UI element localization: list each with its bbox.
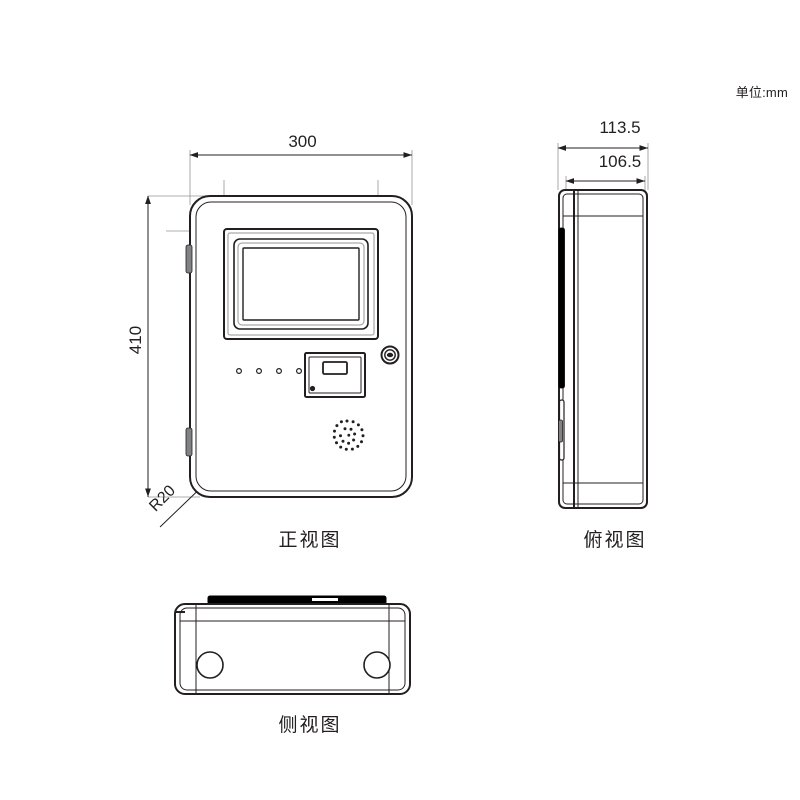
lcd-display[interactable]	[223, 228, 379, 340]
dimension-label-width: 300	[288, 132, 317, 151]
view-label-front: 正视图	[278, 530, 342, 551]
side-view-top-bar-notch	[312, 598, 338, 601]
unit-note: 单位:mm	[735, 85, 788, 100]
indicator-led-3	[276, 368, 283, 375]
front-body-inner-edge	[195, 201, 407, 492]
top-body-outline	[558, 189, 648, 509]
mounting-hole-right	[363, 651, 391, 679]
view-label-top: 俯视图	[583, 530, 647, 551]
indicator-led-1	[236, 368, 243, 375]
indicator-led-2	[256, 368, 263, 375]
top-view-group	[557, 143, 649, 509]
mounting-hole-left	[196, 651, 224, 679]
lcd-screen-area	[242, 247, 360, 321]
side-button-upper[interactable]	[185, 244, 193, 274]
side-body-inner-edge	[179, 607, 406, 691]
speaker-grille	[332, 419, 365, 451]
dimension-label-inner-depth: 106.5	[598, 152, 642, 171]
card-reader-module[interactable]	[304, 352, 366, 398]
side-body-outline	[174, 603, 411, 695]
card-slot	[322, 361, 348, 375]
view-label-side: 侧视图	[278, 715, 342, 736]
dimension-label-height: 410	[126, 325, 145, 355]
top-view-screen-edge	[558, 227, 565, 389]
indicator-led-4	[296, 368, 303, 375]
side-view-top-bar	[207, 595, 387, 605]
side-button-lower[interactable]	[185, 427, 193, 457]
side-view-group	[174, 595, 411, 695]
front-view-group	[145, 150, 413, 528]
indicator-led-group	[236, 368, 303, 375]
card-reader-led	[309, 385, 316, 392]
top-view-side-button[interactable]	[558, 419, 563, 443]
dimension-label-outer-depth: 113.5	[599, 118, 641, 137]
camera-sensor	[380, 345, 400, 365]
